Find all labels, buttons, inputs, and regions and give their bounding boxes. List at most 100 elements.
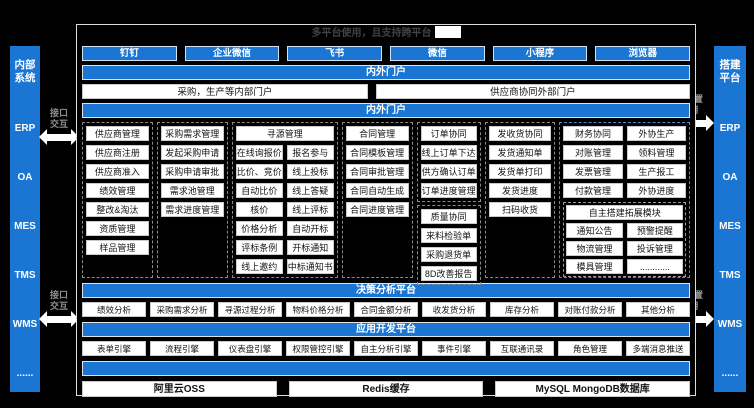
analysis-platform-header: 决策分析平台 [82, 283, 690, 298]
portal-header-bottom: 内外门户 [82, 103, 690, 118]
main-architecture-panel: 多平台使用，且支持跨平台 钉钉 企业微信 飞书 微信 小程序 浏览器 内外门户 … [76, 24, 696, 397]
module-grid: 供应商管理 供应商注册 供应商准入 绩效管理 整改&淘汰 资质管理 样品管理 采… [82, 122, 690, 285]
column-header: 寻源管理 [235, 126, 334, 141]
module-cell: 合同模板管理 [345, 145, 409, 160]
platform-miniprogram: 小程序 [492, 46, 588, 61]
analysis-cell: 合同金额分析 [354, 302, 418, 317]
module-cell: 模具管理 [566, 259, 623, 274]
platform-button-row: 钉钉 企业微信 飞书 微信 小程序 浏览器 [82, 46, 691, 61]
module-cell: 对账管理 [563, 145, 623, 160]
module-cell: 投诉管理 [626, 241, 683, 256]
double-arrow-icon [39, 129, 79, 146]
module-cell: 合同进度管理 [345, 202, 409, 217]
infrastructure-bar [82, 361, 690, 376]
infrastructure-row: 阿里云OSS Redis缓存 MySQL MongoDB数据库 [82, 381, 691, 397]
internal-system-oa: OA [17, 172, 33, 184]
internal-system-more: ...... [16, 367, 34, 379]
module-cell: ............ [626, 259, 683, 274]
diagram-title: 多平台使用，且支持跨平台 [82, 25, 690, 43]
analysis-cell: 收发货分析 [422, 302, 486, 317]
extension-header: 自主搭建拓展模块 [566, 205, 683, 220]
interface-interaction-label: 接口交互 [49, 108, 68, 129]
build-system-oa: OA [722, 172, 738, 184]
engine-cell: 角色管理 [558, 341, 622, 356]
sourcing-left-subcolumn: 在线询报价 比价、竞价 自动比价 核价 价格分析 评标条例 线上邀约 [235, 145, 283, 274]
module-cell: 线上评标 [286, 202, 334, 217]
module-cell: 比价、竞价 [235, 164, 283, 179]
infra-oss-cell: 阿里云OSS [82, 381, 277, 397]
module-cell: 线上答疑 [286, 183, 334, 198]
column-header: 采购需求管理 [160, 126, 224, 141]
build-system-tms: TMS [719, 270, 741, 282]
group-finance-outsourcing: 财务协同 对账管理 发票管理 付款管理 外协生产 领料管理 生产报工 外协进度 … [559, 122, 690, 278]
module-cell: 采购申请审批 [160, 164, 224, 179]
column-supplier-management: 供应商管理 供应商注册 供应商准入 绩效管理 整改&淘汰 资质管理 样品管理 [82, 122, 153, 278]
engine-cell: 事件引擎 [422, 341, 486, 356]
module-cell: 需求进度管理 [160, 202, 224, 217]
analysis-cell: 库存分析 [490, 302, 554, 317]
appdev-platform-header: 应用开发平台 [82, 322, 690, 337]
module-cell: 发货通知单 [488, 145, 552, 160]
module-cell: 需求池管理 [160, 183, 224, 198]
module-cell: 领料管理 [626, 145, 686, 160]
module-cell: 线上邀约 [235, 259, 283, 274]
analysis-row: 绩效分析 采购需求分析 寻源过程分析 物料价格分析 合同金额分析 收发货分析 库… [82, 302, 690, 317]
module-cell: 资质管理 [86, 221, 149, 236]
module-cell: 整改&淘汰 [86, 202, 149, 217]
engine-cell: 自主分析引擎 [354, 341, 418, 356]
self-build-extension-block: 自主搭建拓展模块 通知公告 预警提醒 物流管理 投诉管理 模具管理 ......… [563, 202, 686, 277]
module-cell: 绩效管理 [86, 183, 149, 198]
interface-interaction-label: 接口交互 [49, 290, 68, 311]
redaction-box [434, 26, 461, 38]
portal-row: 采购，生产等内部门户 供应商协同外部门户 [82, 84, 690, 99]
module-cell: 发起采购申请 [160, 145, 224, 160]
appdev-row: 表单引擎 流程引擎 仪表盘引擎 权限管控引擎 自主分析引擎 事件引擎 互联通讯录… [82, 341, 690, 356]
module-cell: 来料检验单 [420, 228, 477, 243]
internal-system-mes: MES [14, 221, 36, 233]
module-cell: 订单进度管理 [420, 183, 477, 198]
module-cell: 供方确认订单 [420, 164, 477, 179]
module-cell: 外协进度 [626, 183, 686, 198]
module-cell: 合同审批管理 [345, 164, 409, 179]
group-quality-collaboration: 质量协同 来料检验单 采购退货单 8D改善报告 [416, 205, 481, 285]
finance-outsourcing-columns: 财务协同 对账管理 发票管理 付款管理 外协生产 领料管理 生产报工 外协进度 [563, 126, 686, 198]
module-cell: 价格分析 [235, 221, 283, 236]
column-header: 财务协同 [563, 126, 623, 141]
build-system-mes: MES [719, 221, 741, 233]
module-cell: 供应商准入 [86, 164, 149, 179]
module-cell: 合同自动生成 [345, 183, 409, 198]
module-cell: 预警提醒 [626, 223, 683, 238]
column-contract-management: 合同管理 合同模板管理 合同审批管理 合同自动生成 合同进度管理 [341, 122, 413, 278]
build-system-more: ...... [721, 367, 739, 379]
engine-cell: 流程引擎 [150, 341, 214, 356]
group-order-collaboration: 订单协同 线上订单下达 供方确认订单 订单进度管理 [416, 122, 481, 202]
platform-wecom: 企业微信 [184, 46, 280, 61]
module-cell: 自动开标 [286, 221, 334, 236]
column-header: 供应商管理 [86, 126, 149, 141]
platform-browser: 浏览器 [595, 46, 691, 61]
sourcing-right-subcolumn: 报名参与 线上投标 线上答疑 线上评标 自动开标 开标通知 中标通知书 [286, 145, 334, 274]
column-outsourced-production: 外协生产 领料管理 生产报工 外协进度 [626, 126, 686, 198]
build-system-erp: ERP [719, 123, 741, 135]
platform-feishu: 飞书 [287, 46, 383, 61]
column-header: 订单协同 [420, 126, 477, 141]
analysis-cell: 物料价格分析 [286, 302, 350, 317]
supplier-portal-cell: 供应商协同外部门户 [375, 84, 690, 99]
module-cell: 核价 [235, 202, 283, 217]
module-cell: 评标条例 [235, 240, 283, 255]
platform-dingtalk: 钉钉 [82, 46, 177, 61]
module-cell: 开标通知 [286, 240, 334, 255]
analysis-cell: 寻源过程分析 [218, 302, 282, 317]
column-shipping-receiving: 发收货协同 发货通知单 发货单打印 发货进度 扫码收货 [484, 122, 556, 278]
module-cell: 自动比价 [235, 183, 283, 198]
module-cell: 扫码收货 [488, 202, 552, 217]
internal-systems-title: 内部系统 [14, 59, 36, 85]
internal-portal-cell: 采购，生产等内部门户 [82, 84, 368, 99]
internal-system-erp: ERP [14, 123, 36, 135]
engine-cell: 多端消息推送 [626, 341, 690, 356]
column-header: 质量协同 [420, 209, 477, 224]
diagram-title-text: 多平台使用，且支持跨平台 [311, 28, 432, 39]
column-purchase-demand: 采购需求管理 发起采购申请 采购申请审批 需求池管理 需求进度管理 [156, 122, 228, 278]
column-header: 合同管理 [345, 126, 409, 141]
build-system-wms: WMS [717, 319, 743, 331]
